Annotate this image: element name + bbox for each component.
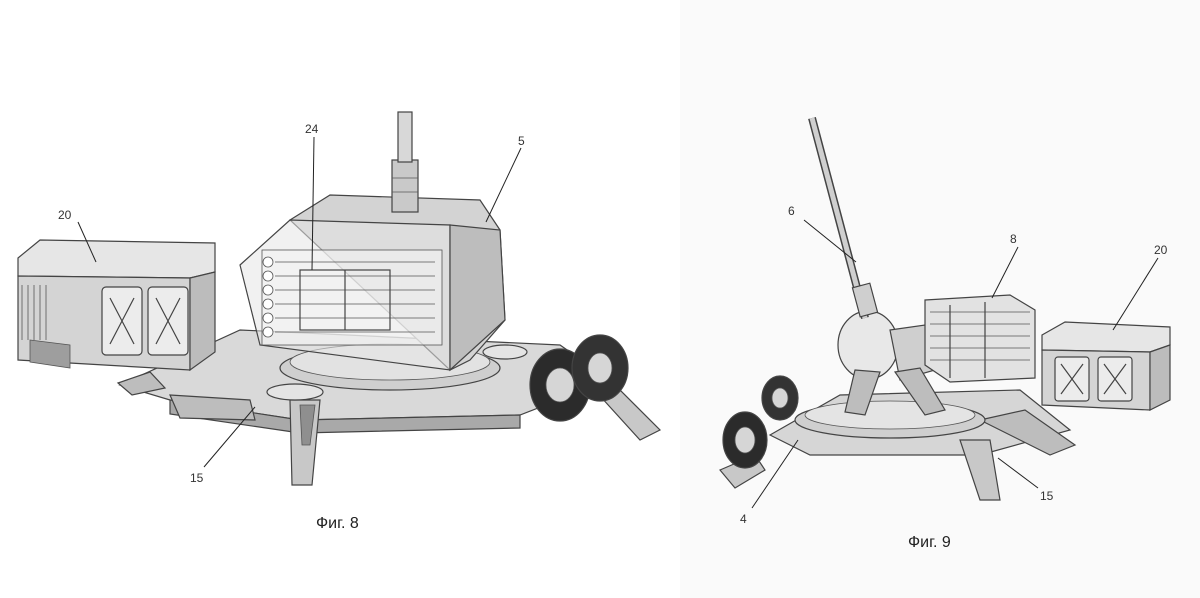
callout-15: 15	[190, 471, 204, 485]
gun-barrel-6	[808, 116, 879, 320]
figure-9: 6 8 20 4 15 Фиг. 9	[680, 0, 1200, 598]
callout-24: 24	[305, 122, 319, 136]
generator-box-20	[17, 239, 216, 372]
callout-20: 20	[1154, 243, 1168, 257]
leader-20	[1112, 257, 1159, 331]
callout-8: 8	[1010, 232, 1017, 246]
leader-20	[77, 221, 97, 263]
leader-15	[997, 457, 1039, 489]
figure-8-caption: Фиг. 8	[316, 515, 359, 532]
callout-6: 6	[788, 204, 795, 218]
callout-5: 5	[518, 134, 525, 148]
gun-barrel	[391, 111, 419, 213]
tube-row-top	[262, 256, 274, 338]
vent-slots	[21, 285, 47, 340]
figure-9-drawing: 6 8 20 4 15	[719, 116, 1171, 526]
wheel-pair	[529, 334, 629, 422]
callout-15: 15	[1040, 489, 1054, 503]
launcher-pack-24	[261, 249, 443, 346]
figure-8-drawing: 20 24 5 15	[17, 111, 662, 486]
callout-20: 20	[58, 208, 72, 222]
leader-15	[203, 406, 256, 468]
leader-5	[485, 147, 522, 223]
leader-4	[751, 439, 799, 509]
launcher-pack-8	[924, 294, 1036, 383]
callout-4: 4	[740, 512, 747, 526]
generator-box-20	[1041, 321, 1171, 411]
leader-24	[311, 136, 315, 271]
leader-8	[991, 246, 1019, 299]
wheel-pair	[722, 375, 799, 469]
figure-9-caption: Фиг. 9	[908, 534, 951, 551]
figure-8: 20 24 5 15 Фиг. 8	[17, 111, 662, 532]
leader-6	[803, 219, 857, 263]
